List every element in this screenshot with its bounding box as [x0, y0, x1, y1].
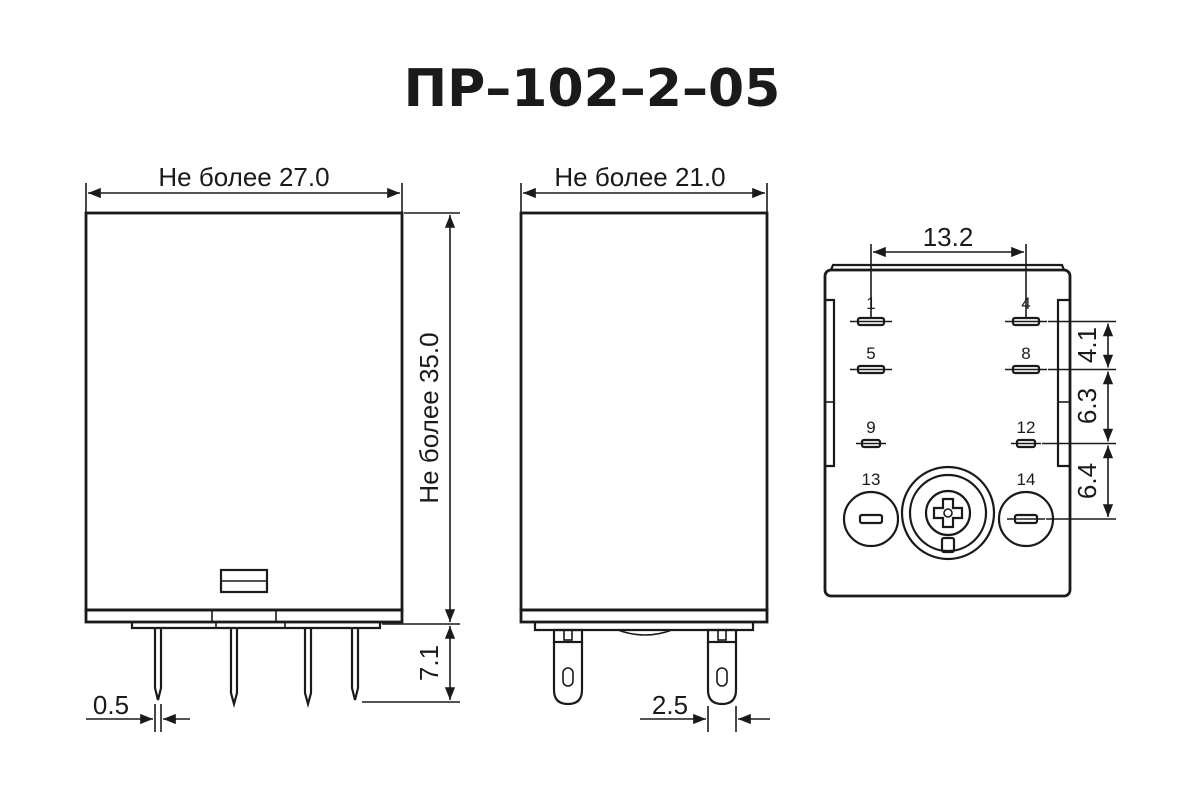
bottom-row-gap-2-label: 6.3 [1072, 388, 1102, 424]
side-pin-right-notch [717, 629, 727, 641]
front-base [84, 608, 404, 624]
front-pin-4 [350, 628, 360, 701]
bottom-view: 13.2 1 4 5 8 9 12 [823, 222, 1116, 598]
bottom-row-gap-3-label: 6.4 [1072, 463, 1102, 499]
front-pin-2 [229, 628, 239, 709]
pin-label-14: 14 [1017, 470, 1036, 489]
pin-label-9: 9 [866, 418, 875, 437]
front-view: Не более 27.0 Не более 35.0 7.1 0.5 [84, 162, 460, 732]
front-pin-length-label: 7.1 [414, 645, 444, 681]
pin-label-4: 4 [1021, 294, 1030, 313]
bottom-rail-left [825, 298, 836, 468]
front-socket-strip [130, 622, 382, 630]
side-pin-left-hole [562, 667, 574, 687]
pin-label-13: 13 [862, 470, 881, 489]
pin-9 [856, 438, 886, 449]
front-housing [84, 211, 404, 612]
side-view: Не более 21.0 2.5 [519, 162, 770, 732]
front-height-label: Не более 35.0 [414, 332, 444, 503]
bottom-outline [823, 268, 1072, 598]
side-pin-w-label: 2.5 [652, 690, 688, 720]
front-pin-thk-label: 0.5 [93, 690, 129, 720]
pin-label-5: 5 [866, 344, 875, 363]
side-socket-arc [617, 629, 673, 636]
pin-label-12: 12 [1017, 418, 1036, 437]
pin-label-8: 8 [1021, 344, 1030, 363]
side-pin-left-notch [563, 629, 573, 641]
front-pin-1 [153, 628, 163, 701]
bottom-row-gap-1-label: 4.1 [1072, 327, 1102, 363]
pin-4 [1005, 316, 1047, 327]
side-socket-strip [533, 622, 755, 632]
mounting-screw [900, 465, 996, 561]
front-socket-seams [215, 622, 286, 628]
side-pin-right [706, 642, 738, 706]
pin-1 [850, 316, 892, 327]
side-housing [519, 211, 769, 612]
side-pin-right-hole [716, 667, 728, 687]
bottom-rail-right [1056, 298, 1070, 468]
bottom-spacing-label: 13.2 [923, 222, 974, 252]
pin-14 [997, 490, 1055, 548]
front-width-label: Не более 27.0 [158, 162, 329, 192]
side-pin-left [552, 642, 584, 706]
pin-5 [850, 364, 892, 375]
bottom-top-lip [829, 263, 1066, 271]
side-base [519, 608, 769, 624]
pin-8 [1005, 364, 1047, 375]
pin-12 [1011, 438, 1041, 449]
drawing-title: ПР–102–2–05 [404, 59, 781, 119]
pin-13 [842, 490, 900, 548]
pin-label-1: 1 [866, 294, 875, 313]
front-pin-3 [303, 628, 313, 709]
side-width-label: Не более 21.0 [554, 162, 725, 192]
